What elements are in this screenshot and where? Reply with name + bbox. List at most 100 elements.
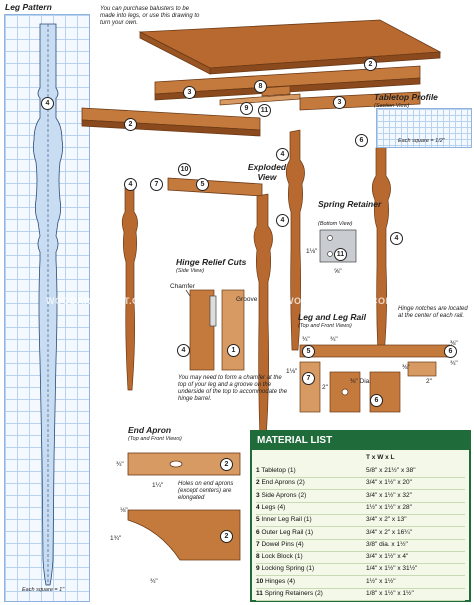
material-row-name: 4 Legs (4) [256, 504, 285, 511]
material-row-number: 8 [256, 553, 260, 561]
callout-11-retainer: 11 [334, 248, 347, 261]
material-row-label: Lock Block (1) [261, 553, 303, 561]
apron-dim: ¾" [116, 461, 124, 468]
material-row-number: 3 [256, 491, 260, 499]
leg-rail-panel [296, 330, 472, 420]
material-row-name: 8 Lock Block (1) [256, 553, 303, 560]
material-list-row: 5 Inner Leg Rail (1)3/4" x 2" x 13" [256, 515, 465, 528]
watermark-left: WOODARCHIVIST.COM [46, 296, 155, 306]
end-apron-title: End Apron [128, 425, 172, 435]
material-row-label: End Aprons (2) [261, 479, 305, 487]
material-row-number: 10 [256, 577, 264, 585]
callout-4-leg-b: 4 [276, 148, 289, 161]
material-list-row: 1 Tabletop (1)5/8" x 21½" x 38" [256, 466, 465, 478]
callout-1-hinge: 1 [227, 344, 240, 357]
leg-pattern-shape [32, 23, 64, 586]
callout-4-leg-a: 4 [124, 178, 137, 191]
spring-retainer-title: Spring Retainer [318, 199, 382, 209]
material-list-row: 10 Hinges (4) 1½" x 1½" [256, 577, 465, 589]
leg-pattern-scale-note: Each square = 1" [22, 587, 65, 593]
material-row-number: 6 [256, 528, 260, 536]
material-row-label: Dowel Pins (4) [261, 540, 304, 548]
callout-2: 2 [364, 58, 377, 71]
material-row-number: 5 [256, 516, 260, 524]
material-row-number: 4 [256, 503, 260, 511]
material-row-dimensions: 3/4" x 1½" x 4" [366, 553, 409, 561]
material-row-number: 9 [256, 565, 260, 573]
callout-4: 4 [41, 97, 54, 110]
material-row-dimensions: 1/8" x 1½" x 1½" [366, 590, 414, 597]
material-row-name: 7 Dowel Pins (4) [256, 541, 304, 548]
callout-2-apron: 2 [220, 458, 233, 471]
callout-9: 9 [240, 102, 253, 115]
material-row-name: 6 Outer Leg Rail (1) [256, 529, 313, 536]
material-row-label: Tabletop (1) [261, 467, 296, 474]
callout-8: 8 [254, 80, 267, 93]
watermark-right: WOODARCHIVIST.COM [285, 296, 394, 306]
apron-dim: 1¾" [110, 535, 122, 542]
rail-dim: ⅜" Dia. [350, 378, 372, 385]
hinge-relief-subtitle: (Side View) [176, 268, 205, 274]
groove-label: Groove [236, 296, 258, 303]
callout-4-leg-c: 4 [276, 214, 289, 227]
tabletop-profile-title: Tabletop Profile [374, 92, 438, 102]
material-row-name: 11 Spring Retainers (2) [256, 590, 323, 597]
material-row-label: Outer Leg Rail (1) [261, 528, 314, 536]
leg-and-rail-title: Leg and Leg Rail [298, 312, 367, 322]
material-row-label: Spring Retainers (2) [264, 590, 323, 597]
material-row-label: Legs (4) [261, 503, 286, 511]
apron-dim: ⅛" [120, 507, 128, 514]
end-apron-drawing [127, 452, 241, 561]
material-row-dimensions: 1½" x 1½" x 28" [366, 503, 412, 511]
material-row-label: Inner Leg Rail (1) [261, 516, 312, 524]
callout-5-rail: 5 [302, 345, 315, 358]
rail-dim: ¾" [450, 360, 458, 367]
material-row-label: Hinges (4) [265, 577, 296, 585]
material-list-column-header: T x W x L [366, 454, 395, 461]
intro-note: You can purchase balusters to be made in… [100, 6, 200, 26]
end-apron-subtitle: (Top and Front Views) [128, 436, 182, 442]
callout-4-leg-d: 4 [390, 232, 403, 245]
hinge-relief-title: Hinge Relief Cuts [176, 257, 247, 267]
rail-dim: ⅜" [402, 364, 410, 371]
material-list-title: MATERIAL LIST [257, 435, 333, 446]
material-row-dimensions: 1½" x 1½" [366, 577, 396, 585]
callout-7: 7 [150, 178, 163, 191]
hinge-relief-note: You may need to form a chamfer at the to… [178, 375, 288, 402]
material-row-number: 11 [256, 590, 263, 597]
exploded-legs [121, 129, 391, 441]
rail-dim: 1⅛" [286, 368, 298, 375]
material-row-name: 3 Side Aprons (2) [256, 492, 306, 499]
callout-4-hinge: 4 [177, 344, 190, 357]
material-row-label: Locking Spring (1) [261, 565, 315, 573]
spring-retainer-height: 1⅛" [306, 248, 318, 255]
rail-dim: ⅜" [450, 340, 458, 347]
spring-retainer-subtitle: (Bottom View) [318, 221, 353, 227]
callout-10: 10 [178, 163, 191, 176]
tabletop-part [138, 19, 442, 75]
callout-7-rail: 7 [302, 372, 315, 385]
callout-3-right: 3 [333, 96, 346, 109]
material-row-dimensions: 3/8" dia. x 1½" [366, 540, 408, 548]
apron-dim: ¾" [150, 578, 158, 585]
callout-2-apron-b: 2 [220, 530, 233, 543]
callout-2-front: 2 [124, 118, 137, 131]
rail-dim: 2" [426, 378, 432, 385]
callout-3: 3 [183, 86, 196, 99]
chamfer-label: Chamfer [170, 283, 195, 290]
material-list-header: MATERIAL LIST [252, 432, 469, 450]
material-list-row: 6 Outer Leg Rail (1) 3/4" x 2" x 16¼" [256, 528, 465, 540]
material-list-row: 9 Locking Spring (1)1/4" x 1½" x 31½" [256, 564, 465, 577]
material-list-row: 11 Spring Retainers (2) 1/8" x 1½" x 1½" [256, 589, 465, 601]
rail-dim: 2" [322, 384, 328, 391]
exploded-view-title: Exploded View [247, 162, 287, 182]
material-row-dimensions: 3/4" x 2" x 16¼" [366, 528, 412, 536]
apron-dim: 1¼" [152, 482, 164, 489]
leg-pattern-title: Leg Pattern [5, 2, 52, 12]
material-list-row: 3 Side Aprons (2)3/4" x 1½" x 32" [256, 491, 465, 503]
material-list-row: 4 Legs (4) 1½" x 1½" x 28" [256, 503, 465, 515]
leg-and-rail-subtitle: (Top and Front Views) [298, 323, 352, 329]
material-list-row: 7 Dowel Pins (4) 3/8" dia. x 1½" [256, 540, 465, 552]
material-row-dimensions: 5/8" x 21½" x 38" [366, 467, 416, 474]
